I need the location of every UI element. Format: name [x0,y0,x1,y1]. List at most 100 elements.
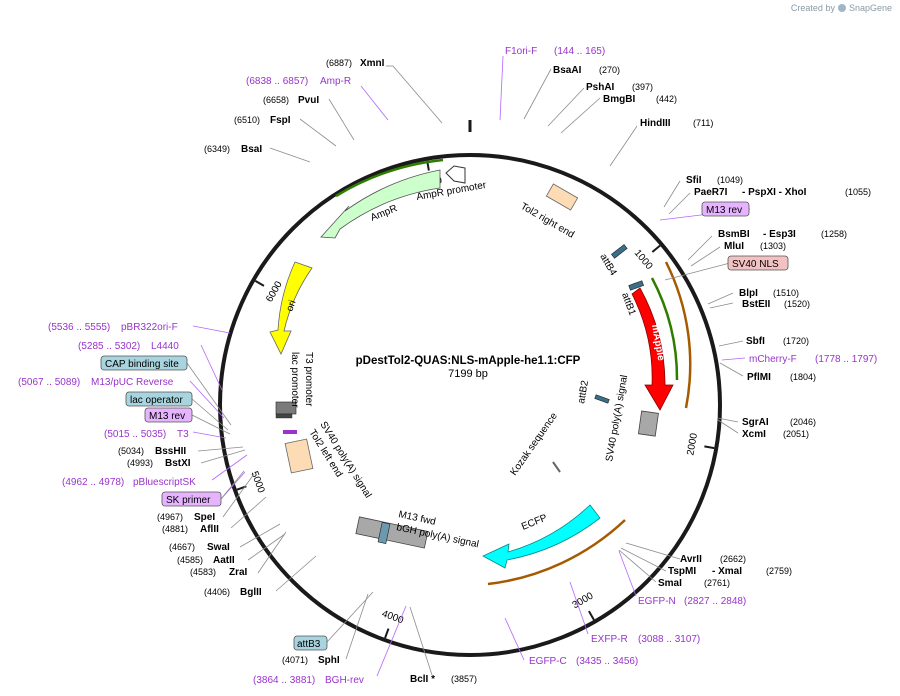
enzyme-sbfi-pos: (1720) [783,336,809,346]
enzyme-tspmi-pos: (2759) [766,566,792,576]
ruler-label: 5000 [248,470,266,495]
box-attb3-text: attB3 [297,639,321,650]
primer-l4440: L4440 [151,341,179,352]
box-lac-operator: lac operator [125,391,193,407]
primer-f1ori-f: F1ori-F [505,46,537,57]
enzyme-blpi: BlpI [739,288,758,299]
enzyme-xcmi-pos: (2051) [783,429,809,439]
box-attb3: attB3 [293,635,328,651]
feature-bgh-polya [355,516,429,549]
primer-amp-r: Amp-R [320,76,351,87]
enzyme-bsteii-pos: (1520) [784,299,810,309]
box-cap-binding-site: CAP binding site [100,355,188,371]
ruler-tick [384,628,390,639]
enzyme-bsshii-pos: (5034) [118,446,144,456]
box-sk-primer-text: SK primer [166,495,211,506]
enzyme-spei: SpeI [194,512,215,523]
box-cap-binding-site-text: CAP binding site [105,359,179,370]
enzyme-bsaai-pos: (270) [599,65,620,75]
enzyme-tspmi-isoschizomers: - XmaI [712,566,742,577]
enzyme-smai-pos: (2761) [704,578,730,588]
ruler-label: 2000 [685,432,700,456]
enzyme-pshai-pos: (397) [632,82,653,92]
enzyme-xmni-pos: (6887) [326,58,352,68]
enzyme-bsai: BsaI [241,144,262,155]
enzyme-bsaai: BsaAI [553,65,582,76]
snapgene-logo-icon [837,4,846,12]
enzyme-bsai-pos: (6349) [204,144,230,154]
box-lac-operator-text: lac operator [130,395,183,406]
primer-pbr322ori-f-range: (5536 .. 5555) [48,322,110,333]
box-m13-rev-left: M13 rev [144,407,193,423]
primer-mcherry-f-range: (1778 .. 1797) [815,354,877,365]
feature-m13-fwd-site [377,522,391,544]
feature-ecfp [482,504,601,569]
enzyme-bglii: BglII [240,587,262,598]
enzyme-pvui: PvuI [298,95,319,106]
enzyme-bsteii: BstEII [742,299,771,310]
primer-bgh-rev: BGH-rev [325,675,364,686]
enzyme-leaders [197,65,744,676]
primer-m13-puc-reverse: M13/pUC Reverse [91,377,174,388]
feature-attb1 [628,280,644,291]
enzyme-bsmbi: BsmBI [718,229,750,240]
feature-attb4 [611,244,628,259]
marker-site-a [275,413,293,419]
enzyme-swai-pos: (4667) [169,542,195,552]
label-ecfp: ECFP [520,512,549,532]
feature-tol2-left-end [284,438,314,474]
enzyme-sfii-pos: (1049) [717,175,743,185]
credit-brand: SnapGene [848,3,892,13]
primer-egfp-c: EGFP-C [529,656,567,667]
feature-mapple [631,287,674,411]
enzyme-aflii-pos: (4881) [162,524,188,534]
primer-m13-puc-reverse-range: (5067 .. 5089) [18,377,80,388]
enzyme-bglii-pos: (4406) [204,587,230,597]
label-sv40-polya-right: SV40 poly(A) signal [604,374,630,462]
box-m13-rev-left-text: M13 rev [149,411,185,422]
label-attb2: attB2 [576,379,591,404]
plasmid-name: pDestTol2-QUAS:NLS-mApple-he1.1:CFP [356,355,581,367]
enzyme-blpi-pos: (1510) [773,288,799,298]
feature-kozak [552,461,561,473]
enzyme-aatii: AatII [213,555,235,566]
ruler-tick [651,244,661,253]
ruler-tick [254,279,265,287]
box-sk-primer: SK primer [161,491,222,507]
enzyme-zrai-pos: (4583) [190,567,216,577]
enzyme-pflmi-pos: (1804) [790,372,816,382]
enzyme-sgrai-pos: (2046) [790,417,816,427]
mapple-orf-outline [650,277,679,381]
enzyme-sphi: SphI [318,655,340,666]
enzyme-bstxi-pos: (4993) [127,458,153,468]
primer-egfp-c-range: (3435 .. 3456) [576,656,638,667]
primer-egfp-n-range: (2827 .. 2848) [684,596,746,607]
primer-f1ori-f-range: (144 .. 165) [554,46,605,57]
primer-bgh-rev-range: (3864 .. 3881) [253,675,315,686]
enzyme-pvui-pos: (6658) [263,95,289,105]
enzyme-sfii: SfiI [686,175,702,186]
enzyme-bmgbi: BmgBI [603,94,635,105]
box-m13-rev-right-text: M13 rev [706,205,742,216]
ampr-orf-outline [335,158,444,198]
primer-pbluescriptsk: pBluescriptSK [133,477,196,488]
enzyme-paer7i-pos: (1055) [845,187,871,197]
enzyme-fspi-pos: (6510) [234,115,260,125]
feature-attb2 [594,394,610,404]
enzyme-aflii: AflII [200,524,219,535]
ruler-label: 1000 [632,248,655,272]
primer-amp-r-range: (6838 .. 6857) [246,76,308,87]
enzyme-bsmbi-pos: (1258) [821,229,847,239]
enzyme-swai: SwaI [207,542,230,553]
primer-pbluescriptsk-range: (4962 .. 4978) [62,477,124,488]
primer-exfp-r: EXFP-R [591,634,628,645]
enzyme-bcli-pos: (3857) [451,674,477,684]
box-m13-rev-right: M13 rev [701,201,750,217]
primer-t3-range: (5015 .. 5035) [104,429,166,440]
box-sv40-nls-text: SV40 NLS [732,259,779,270]
enzyme-bsmbi-isoschizomers: - Esp3I [763,229,796,240]
primer-pbr322ori-f: pBR322ori-F [121,322,178,333]
enzyme-tspmi: TspMI [668,566,696,577]
enzyme-xmni: XmnI [360,58,385,69]
